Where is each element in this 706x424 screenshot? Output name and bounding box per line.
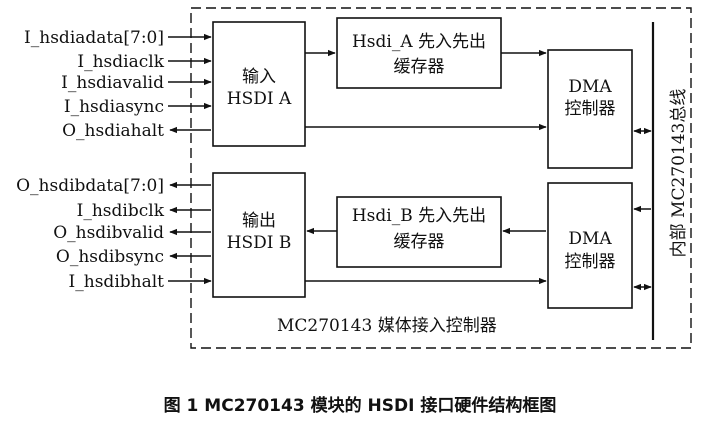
dma-a-block <box>547 49 633 169</box>
dma-a-label-2: 控制器 <box>565 99 616 119</box>
signal-b-clk-label: I_hsdibclk <box>77 201 165 221</box>
signal-a-valid-label: I_hsdiavalid <box>61 73 164 93</box>
fifo-b-block <box>336 196 502 268</box>
controller-label: MC270143 媒体接入控制器 <box>277 316 497 336</box>
out-b-label-1: 输出 <box>242 211 276 231</box>
output-hsdi-b-block <box>212 172 306 298</box>
in-a-label-2: HSDI A <box>227 89 292 109</box>
dma-b-label-1: DMA <box>568 229 612 249</box>
dma-a-label-1: DMA <box>568 77 612 97</box>
fifo-a-block <box>336 17 502 89</box>
signal-b-data-label: O_hsdibdata[7:0] <box>16 176 164 196</box>
input-hsdi-a-block <box>212 21 306 147</box>
signal-b-valid-label: O_hsdibvalid <box>53 223 164 243</box>
fifo-a-label-1: Hsdi_A 先入先出 <box>352 32 486 52</box>
signal-a-clk-label: I_hsdiaclk <box>77 52 164 72</box>
signal-a-sync-label: I_hsdiasync <box>64 97 164 117</box>
signal-a-halt-label: O_hsdiahalt <box>62 121 164 141</box>
fifo-a-label-2: 缓存器 <box>394 57 445 77</box>
signal-b-halt-label: I_hsdibhalt <box>69 272 165 292</box>
in-a-label-1: 输入 <box>242 67 276 87</box>
dma-b-label-2: 控制器 <box>565 252 616 272</box>
internal-bus-label: 内部 MC270143总线 <box>669 89 689 258</box>
signal-b-sync-label: O_hsdibsync <box>56 247 164 267</box>
controller-container <box>190 7 692 349</box>
signal-a-data-label: I_hsdiadata[7:0] <box>24 28 164 48</box>
fifo-b-label-1: Hsdi_B 先入先出 <box>352 206 486 226</box>
figure-caption: 图 1 MC270143 模块的 HSDI 接口硬件结构框图 <box>164 395 557 416</box>
fifo-b-label-2: 缓存器 <box>394 232 445 252</box>
out-b-label-2: HSDI B <box>227 233 292 253</box>
dma-b-block <box>547 182 633 309</box>
